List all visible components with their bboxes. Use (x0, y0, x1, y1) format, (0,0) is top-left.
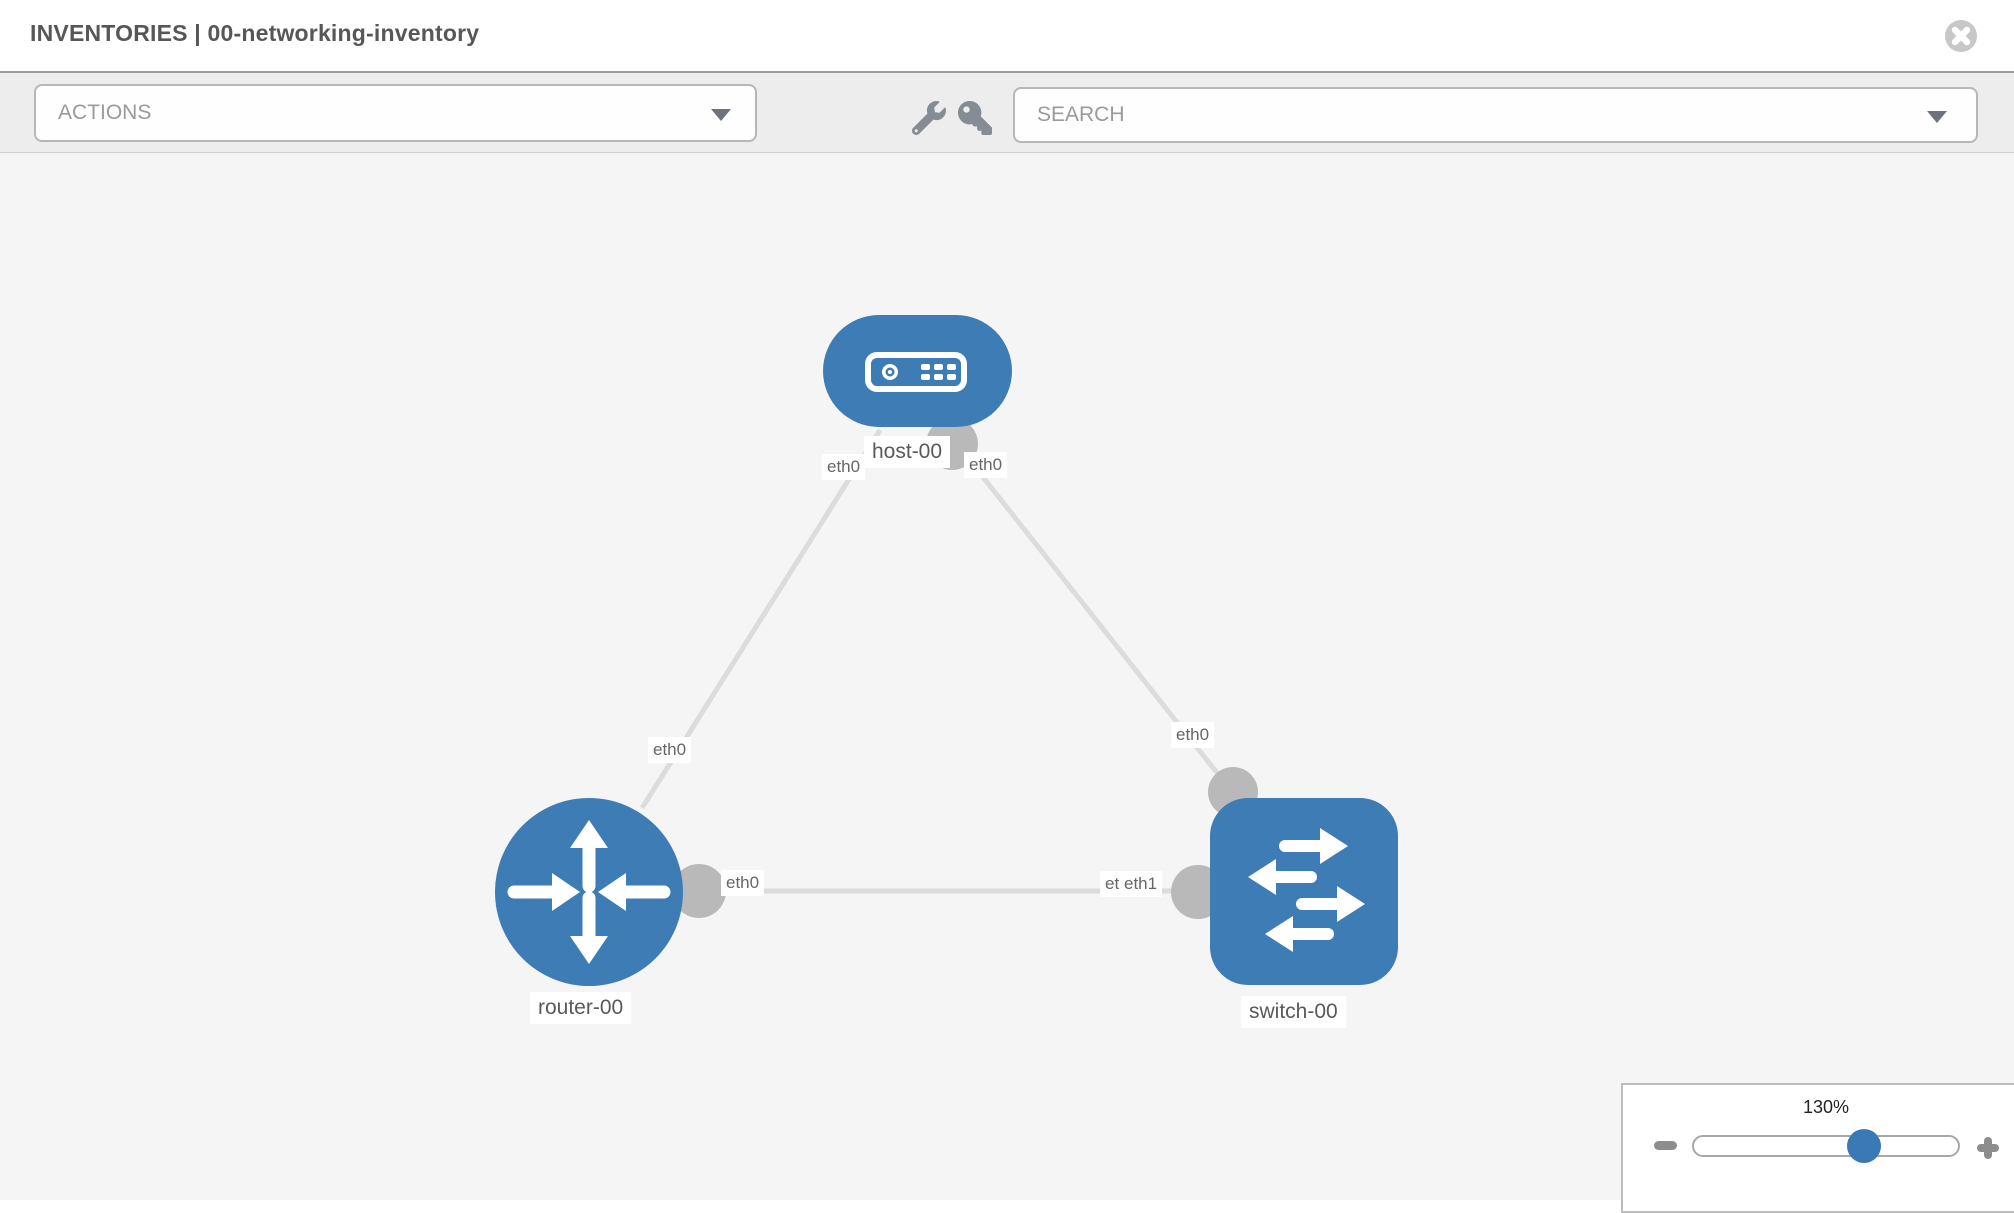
header: INVENTORIES | 00-networking-inventory (0, 0, 2014, 71)
actions-dropdown[interactable]: ACTIONS (34, 84, 757, 142)
credentials-button[interactable] (958, 101, 992, 140)
toolbar: ACTIONS SEARCH (0, 71, 2014, 153)
close-icon (1945, 20, 1977, 52)
iface-label-router-right: eth0 (721, 870, 765, 896)
zoom-out-icon[interactable] (1654, 1141, 1677, 1150)
node-switch-00[interactable] (1210, 798, 1398, 985)
search-dropdown-label: SEARCH (1037, 103, 1125, 126)
page-title: INVENTORIES | 00-networking-inventory (30, 20, 480, 46)
node-label-host-00: host-00 (864, 436, 951, 468)
zoom-in-icon[interactable] (1977, 1137, 1999, 1159)
node-router-00[interactable] (495, 798, 683, 986)
topology-canvas[interactable]: eth0 eth0 eth0 eth0 eth1 eth1 eth0 host-… (0, 153, 2014, 1200)
node-label-switch-00: switch-00 (1241, 996, 1346, 1028)
chevron-down-icon (1927, 111, 1947, 123)
node-host-00[interactable] (823, 315, 1012, 427)
key-icon (958, 101, 992, 135)
iface-label-host-right: eth0 (964, 452, 1008, 478)
port-router-right[interactable] (672, 864, 726, 918)
zoom-widget-panel: 130% (1621, 1083, 2014, 1213)
iface-label-switch-top: eth0 (1171, 722, 1215, 748)
router-arrows-icon (507, 820, 671, 964)
zoom-level-value: 130% (1802, 1097, 1850, 1117)
iface-label-host-left: eth0 (822, 454, 866, 480)
switch-arrows-icon (1248, 828, 1365, 952)
iface-label-router-top: eth0 (648, 737, 692, 763)
zoom-slider-handle[interactable] (1847, 1129, 1881, 1163)
iface-label-mid-link-front: eth1 (1119, 871, 1163, 897)
chevron-down-icon (711, 109, 731, 121)
search-dropdown[interactable]: SEARCH (1013, 87, 1978, 143)
server-icon (865, 352, 967, 392)
topology-graph (495, 315, 1398, 986)
close-button[interactable] (1944, 19, 1978, 53)
node-label-router-00: router-00 (530, 992, 632, 1024)
zoom-slider-track[interactable] (1692, 1135, 1960, 1157)
adhoc-commands-button[interactable] (911, 101, 946, 140)
wrench-icon (911, 101, 946, 136)
actions-dropdown-label: ACTIONS (58, 101, 152, 124)
